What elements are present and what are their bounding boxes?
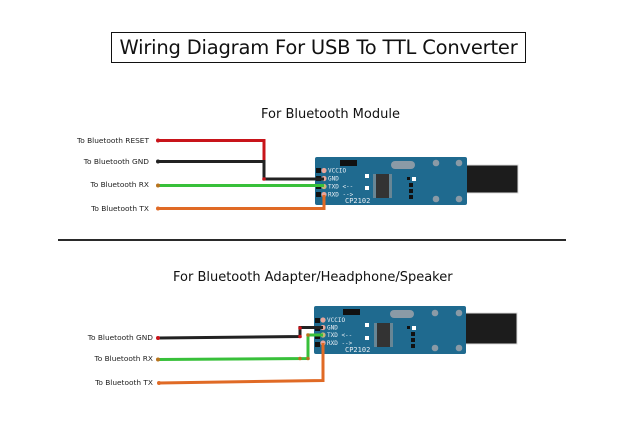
mount-hole — [432, 195, 440, 203]
crystal — [390, 310, 414, 318]
mount-hole — [431, 344, 439, 352]
usb-plug — [465, 164, 519, 194]
pin-label: GND — [328, 176, 339, 183]
mount-hole — [455, 309, 463, 317]
pin-vccio — [320, 317, 326, 323]
cp2102-chip — [377, 323, 390, 347]
label-rx-2: To Bluetooth RX — [94, 354, 153, 363]
cp2102-chip — [376, 174, 389, 198]
pin-vccio — [321, 167, 327, 174]
pin-label: RXD --> — [328, 192, 354, 199]
pin-label: RXD --> — [327, 340, 353, 347]
mount-hole — [455, 344, 463, 352]
mount-hole — [455, 159, 463, 167]
label-tx-2: To Bluetooth TX — [95, 378, 153, 387]
label-gnd: To Bluetooth GND — [83, 157, 149, 166]
wire-tx — [158, 195, 326, 210]
board-model: CP2102 — [345, 197, 370, 205]
pin-label: GND — [327, 325, 338, 332]
section-title-adapter: For Bluetooth Adapter/Headphone/Speaker — [173, 270, 453, 285]
label-reset: To Bluetooth RESET — [76, 136, 149, 145]
board-model: CP2102 — [345, 346, 370, 354]
pin-label: TXD <-- — [328, 184, 353, 191]
wire-gnd — [158, 160, 324, 181]
section-title-module: For Bluetooth Module — [261, 107, 400, 122]
mount-hole — [432, 159, 440, 167]
usb-plug — [463, 312, 518, 345]
pin-label: VCCIO — [328, 168, 346, 175]
usb-ttl-board-1: VCCIO GND TXD <-- RXD --> CP2102 — [315, 157, 519, 205]
mount-hole — [455, 195, 463, 203]
mount-hole — [431, 309, 439, 317]
wire-gnd-2 — [157, 326, 323, 340]
pin-label: VCCIO — [327, 317, 345, 324]
label-tx: To Bluetooth TX — [91, 204, 149, 213]
pin-label: TXD <-- — [327, 332, 352, 339]
jumper — [343, 309, 360, 315]
label-rx: To Bluetooth RX — [90, 180, 149, 189]
wire-rx-2 — [157, 333, 323, 361]
wire-tx-2 — [158, 343, 325, 385]
wire-reset — [158, 139, 266, 179]
label-gnd-2: To Bluetooth GND — [87, 333, 153, 342]
usb-ttl-board-2: VCCIO GND TXD <-- RXD --> CP2102 — [314, 306, 518, 354]
diagram-title: Wiring Diagram For USB To TTL Converter — [111, 32, 526, 63]
jumper — [340, 160, 357, 166]
crystal — [391, 161, 415, 169]
